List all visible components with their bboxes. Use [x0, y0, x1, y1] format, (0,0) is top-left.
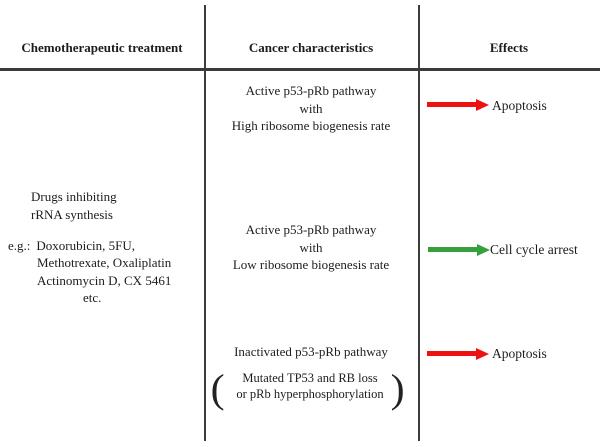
red-arrow-icon [427, 98, 489, 111]
examples-prefix: e.g.: [8, 238, 31, 253]
effect-apoptosis-2: Apoptosis [492, 346, 547, 361]
effect-cell-cycle-arrest: Cell cycle arrest [490, 242, 578, 257]
bracket-note-line-2: or pRb hyperphosphorylation [236, 386, 384, 401]
characteristic-line: Low ribosome biogenesis rate [232, 257, 390, 272]
red-arrow-icon [427, 347, 489, 360]
characteristic-low-ribosome: Active p53-pRb pathway with Low ribosome… [204, 221, 418, 274]
treatment-examples: e.g.: Doxorubicin, 5FU, Methotrexate, Oxa… [8, 237, 171, 307]
examples-line-1: e.g.: Doxorubicin, 5FU, [8, 237, 171, 254]
column-divider-right [418, 5, 420, 441]
effect-apoptosis-1: Apoptosis [492, 98, 547, 113]
arrow-shaft [427, 102, 476, 107]
header-cancer-characteristics: Cancer characteristics [248, 40, 374, 55]
column-divider-left [204, 5, 206, 441]
header-underline [0, 68, 600, 71]
characteristic-line: Active p53-pRb pathway [245, 222, 377, 237]
arrow-head [476, 347, 489, 360]
header-effects: Effects [489, 40, 529, 55]
characteristic-line: High ribosome biogenesis rate [231, 118, 391, 133]
treatment-description: Drugs inhibiting rRNA synthesis [31, 188, 117, 223]
bracket-note-line-1: Mutated TP53 and RB loss [242, 371, 378, 385]
example-drugs-2: Methotrexate, Oxaliplatin [37, 255, 172, 271]
example-drugs-1: Doxorubicin, 5FU, [36, 238, 135, 253]
arrow-head [476, 98, 489, 111]
arrow-shaft [428, 247, 477, 252]
arrow-head [477, 243, 490, 256]
bracket-note: Mutated TP53 and RB loss or pRb hyperpho… [219, 371, 401, 402]
characteristic-inactivated-pathway: Inactivated p53-pRb pathway [204, 343, 418, 361]
characteristic-line: Active p53-pRb pathway [245, 83, 377, 98]
characteristic-line: with [299, 100, 323, 116]
bracket-open: ( [210, 366, 225, 411]
green-arrow-icon [428, 243, 490, 256]
treatment-line-2: rRNA synthesis [31, 206, 113, 222]
example-drugs-3: Actinomycin D, CX 5461 [37, 272, 172, 288]
arrow-shaft [427, 351, 476, 356]
characteristic-high-ribosome: Active p53-pRb pathway with High ribosom… [204, 82, 418, 135]
bracket-close: ) [390, 366, 405, 411]
header-chemotherapeutic-treatment: Chemotherapeutic treatment [21, 40, 183, 55]
characteristic-line: Inactivated p53-pRb pathway [234, 344, 388, 359]
characteristic-line: with [299, 239, 323, 255]
treatment-line-1: Drugs inhibiting [31, 189, 117, 204]
example-drugs-etc: etc. [83, 290, 102, 306]
